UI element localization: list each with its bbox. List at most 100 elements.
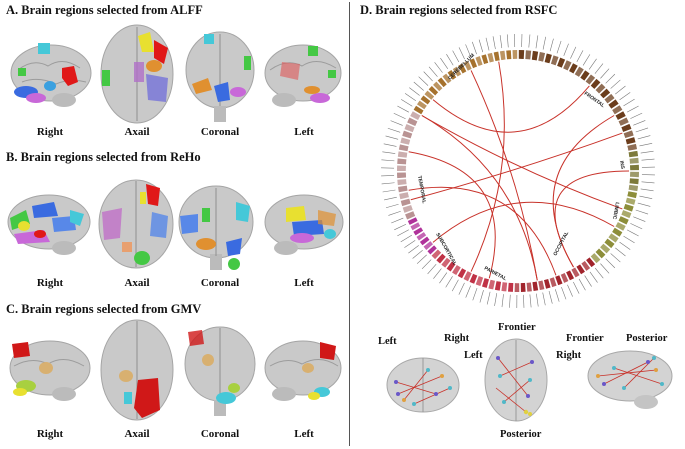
ring-segment xyxy=(600,243,611,254)
gmv-left-view-brain xyxy=(264,340,342,401)
region-label-ray xyxy=(465,44,471,57)
region-label-ray xyxy=(535,35,539,49)
ring-segment xyxy=(420,95,431,105)
brain2-left-label: Left xyxy=(464,350,483,361)
ring-segment xyxy=(487,52,494,63)
ring-segment xyxy=(423,241,434,250)
region-label-ray xyxy=(384,196,397,201)
region-label-ray xyxy=(427,263,437,275)
brain2-right-label: Right xyxy=(556,350,582,361)
ring-segment xyxy=(543,278,551,289)
region-label-ray xyxy=(479,290,484,303)
region-label-ray xyxy=(633,216,646,222)
region-label-ray xyxy=(641,158,655,161)
ring-segment xyxy=(442,73,452,84)
region-label-ray xyxy=(423,71,433,82)
ring-segment xyxy=(428,86,439,96)
ring-segment xyxy=(410,111,421,121)
ring-segment xyxy=(481,54,489,65)
ring-segment xyxy=(625,137,636,145)
region-label-ray xyxy=(381,159,395,162)
region-label-ray xyxy=(578,278,586,291)
region-label-ray xyxy=(619,241,631,250)
region-label-ray xyxy=(627,229,639,237)
alff-axial-view-brain xyxy=(100,24,174,124)
chord-link xyxy=(554,170,630,268)
region-label-ray xyxy=(567,284,573,297)
ring-segment xyxy=(402,204,413,213)
ring-segment xyxy=(407,217,418,225)
region-label-ray xyxy=(387,127,401,133)
region-label-ray xyxy=(555,289,560,302)
chord-link xyxy=(470,70,538,281)
region-label-ray xyxy=(397,229,409,237)
ring-segment xyxy=(629,171,639,178)
ring-segment xyxy=(499,50,506,61)
ring-segment xyxy=(447,69,457,80)
region-label-ray xyxy=(637,135,651,140)
region-label-ray xyxy=(523,294,525,308)
ring-segment xyxy=(608,233,619,243)
panel-d-title: D. Brain regions selected from RSFC xyxy=(360,3,558,17)
region-label-ray xyxy=(428,66,438,77)
sector-temporal-label: TEMPORAL xyxy=(416,175,427,204)
ring-segment xyxy=(469,58,478,69)
panel-divider xyxy=(349,2,350,446)
region-label-ray xyxy=(412,250,423,259)
panel-b-title: B. Brain regions selected from ReHo xyxy=(6,150,201,164)
region-label-ray xyxy=(635,127,649,133)
region-label-ray xyxy=(630,112,643,119)
sector-cerebellum-label: CEREBELLUM xyxy=(447,53,476,82)
region-label-ray xyxy=(486,291,491,305)
ring-segment xyxy=(457,268,467,279)
gmv-right-label: Right xyxy=(36,428,64,440)
ring-segment xyxy=(397,172,407,179)
ring-segment xyxy=(612,105,623,115)
ring-segment xyxy=(469,273,478,284)
brain1-left-label: Left xyxy=(378,336,397,347)
region-label-ray xyxy=(576,50,584,62)
region-label-ray xyxy=(542,36,546,50)
reho-coronal-label: Coronal xyxy=(200,277,240,289)
ring-segment xyxy=(397,151,408,158)
ring-segment xyxy=(574,66,584,77)
ring-segment xyxy=(586,257,596,268)
region-label-ray xyxy=(446,54,454,66)
region-label-ray xyxy=(401,99,413,107)
region-label-ray xyxy=(416,254,427,264)
ring-segment xyxy=(400,198,411,207)
ring-segment xyxy=(437,77,447,88)
ring-segment xyxy=(615,111,626,121)
region-label-ray xyxy=(639,143,653,147)
region-label-ray xyxy=(627,105,639,113)
brain3-left-label: Frontier xyxy=(566,333,604,344)
ring-segment xyxy=(452,264,461,276)
ring-segment xyxy=(424,90,435,100)
region-label-ray xyxy=(619,92,631,101)
ring-segment xyxy=(612,227,623,237)
ring-segment xyxy=(576,264,585,275)
ring-segment xyxy=(436,253,446,264)
region-label-ray xyxy=(594,267,604,279)
ring-segment xyxy=(398,144,409,152)
rsfc-axial-glass-brain xyxy=(386,357,460,413)
ring-segment xyxy=(404,124,415,133)
ring-segment xyxy=(501,281,508,292)
region-label-ray xyxy=(440,57,449,69)
ring-segment xyxy=(618,216,629,225)
ring-segment xyxy=(481,277,490,288)
alff-left-label: Left xyxy=(294,126,314,138)
ring-segment xyxy=(621,123,632,132)
region-label-ray xyxy=(610,79,621,89)
ring-segment xyxy=(410,222,421,231)
sector-occipital-label: OCCIPITAL xyxy=(552,231,570,257)
rsfc-sagittal-glass-brain xyxy=(587,350,673,409)
ring-segment xyxy=(413,105,424,115)
panel-a-title: A. Brain regions selected from ALFF xyxy=(6,3,203,17)
ring-segment xyxy=(629,164,639,171)
ring-segment xyxy=(538,280,545,291)
reho-axial-label: Axail xyxy=(124,277,150,289)
ring-segment xyxy=(608,99,619,109)
region-label-ray xyxy=(561,287,567,300)
ring-segment xyxy=(400,137,411,145)
